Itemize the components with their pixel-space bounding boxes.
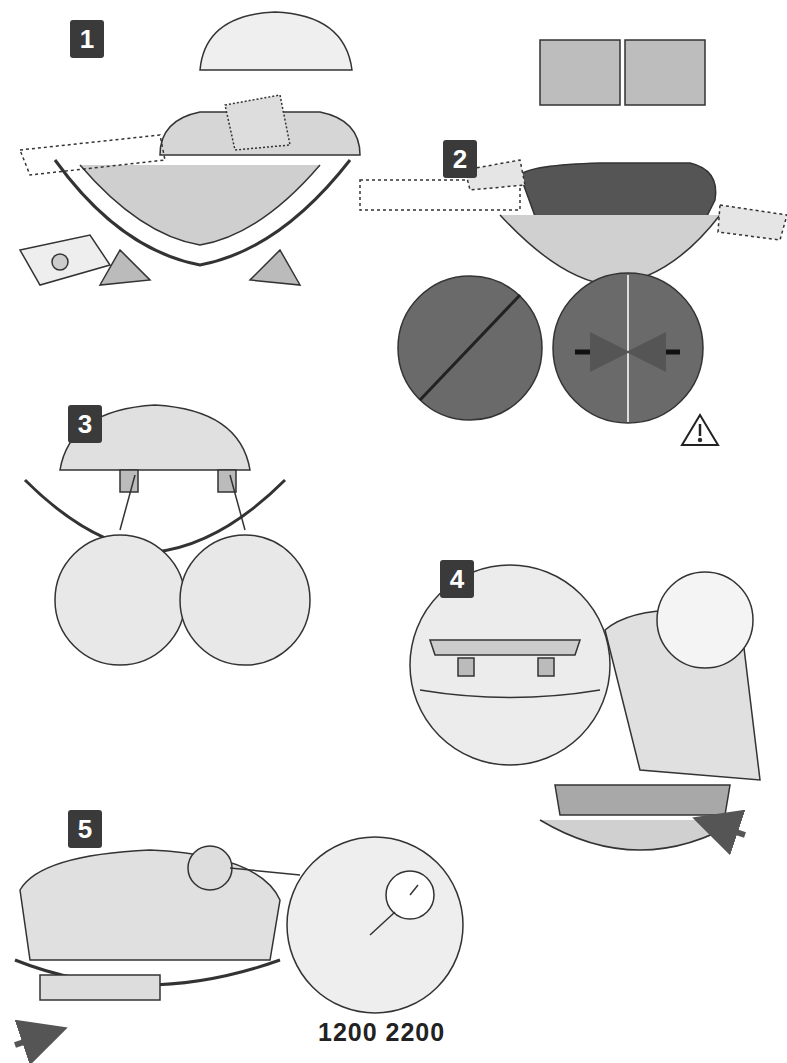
step-number-box: 5 xyxy=(68,810,102,848)
step-number: 4 xyxy=(450,564,464,595)
model-number: 1200 2200 xyxy=(318,1018,445,1047)
step-number-box: 4 xyxy=(440,560,474,598)
step-number-box: 1 xyxy=(70,20,104,58)
step-number-box: 2 xyxy=(443,140,477,178)
step-number: 5 xyxy=(78,814,92,845)
step-number: 3 xyxy=(78,409,92,440)
step-number: 1 xyxy=(80,24,94,55)
step-number-box: 3 xyxy=(68,405,102,443)
step-number: 2 xyxy=(453,144,467,175)
